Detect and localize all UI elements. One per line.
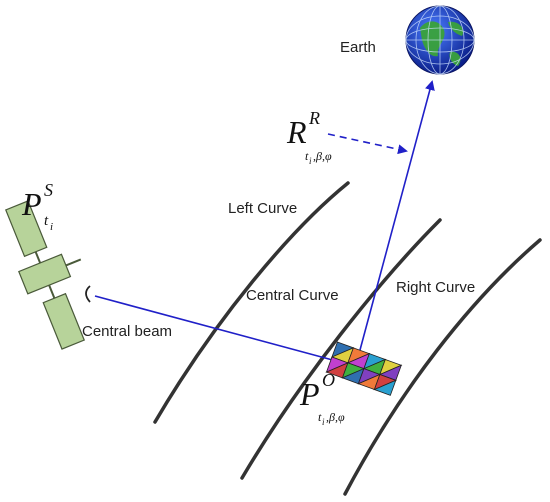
- target-position-formula: P O t i ,β,φ: [299, 370, 345, 427]
- svg-text:S: S: [44, 180, 53, 200]
- satellite-antenna-icon: [85, 285, 91, 303]
- svg-text:i: i: [322, 417, 325, 427]
- central-beam-line: [94, 295, 342, 365]
- svg-text:t: t: [44, 213, 49, 229]
- central-curve-line: [240, 218, 442, 480]
- svg-text:t: t: [305, 149, 309, 163]
- footprint-tiles: [325, 341, 403, 396]
- svg-text:R: R: [308, 108, 320, 128]
- satellite-body: [18, 253, 72, 295]
- rotation-formula: R R t i ,β,φ: [286, 108, 332, 166]
- satellite-panel-bottom: [42, 292, 86, 350]
- right-curve-label: Right Curve: [396, 279, 475, 296]
- central-beam-label: Central beam: [82, 323, 172, 340]
- left-curve-label: Left Curve: [228, 200, 297, 217]
- svg-text:O: O: [322, 370, 335, 390]
- rotation-dashed-arrow: [327, 133, 408, 155]
- satellite-icon: [4, 200, 86, 350]
- footprint-tile: [373, 379, 397, 396]
- earth-globe-icon: [405, 5, 475, 75]
- svg-text:P: P: [21, 186, 42, 222]
- svg-text:P: P: [299, 376, 320, 412]
- svg-text:i: i: [309, 156, 312, 166]
- svg-text:R: R: [286, 114, 307, 150]
- svg-text:,β,φ: ,β,φ: [326, 410, 345, 424]
- right-curve-line: [343, 238, 542, 496]
- earth-label: Earth: [340, 39, 376, 56]
- central-curve-label: Central Curve: [246, 287, 339, 304]
- svg-text:i: i: [50, 221, 53, 233]
- satellite-position-formula: P S t i: [21, 180, 53, 233]
- svg-text:,β,φ: ,β,φ: [313, 149, 332, 163]
- earth-vector-line: [359, 80, 435, 351]
- left-curve-line: [153, 181, 350, 424]
- svg-text:t: t: [318, 410, 322, 424]
